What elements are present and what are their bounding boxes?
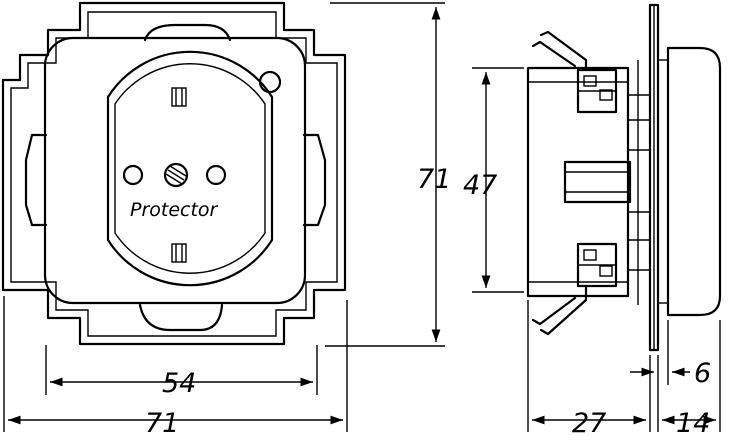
frame-inner-edge — [10, 11, 338, 337]
wire-bottom-2 — [531, 296, 577, 326]
indicator-lamp — [258, 70, 282, 94]
dim-insert-height: 47 — [463, 170, 497, 201]
dim-insert-width: 54 — [162, 368, 196, 399]
top-tab — [143, 23, 232, 42]
center-screw — [163, 162, 189, 188]
left-clip — [24, 133, 48, 227]
center-spacer — [563, 160, 632, 204]
dim-depth: 27 — [572, 408, 606, 439]
dim-cover-depth: 14 — [676, 408, 710, 439]
face-label: Protector — [130, 199, 219, 221]
bottom-tab — [138, 303, 224, 332]
front-view: Protector — [1, 1, 347, 346]
earth-contact-top — [171, 87, 187, 107]
dim-plate-thickness: 6 — [694, 358, 711, 389]
dimension-labels: 54 71 71 47 27 6 14 — [145, 164, 711, 439]
insert-body — [526, 66, 630, 298]
wire-bottom — [539, 284, 588, 336]
dim-frame-width: 71 — [145, 408, 179, 439]
earth-contact-bottom — [171, 243, 187, 263]
side-view — [526, 3, 722, 352]
pin-hole-left — [122, 164, 144, 186]
dimension-lines — [3, 2, 721, 432]
wire-top-2 — [531, 40, 577, 68]
socket-recess — [106, 50, 274, 287]
right-clip — [302, 133, 327, 227]
cover-plate — [43, 36, 307, 305]
terminal-top — [576, 68, 618, 114]
cover-profile — [666, 46, 722, 317]
mounting-frame — [1, 1, 347, 346]
pin-hole-right — [205, 164, 227, 186]
socket-recess-inner — [114, 63, 266, 274]
wire-top — [539, 30, 588, 72]
terminal-bottom — [576, 242, 618, 288]
dim-frame-height: 71 — [417, 164, 451, 195]
